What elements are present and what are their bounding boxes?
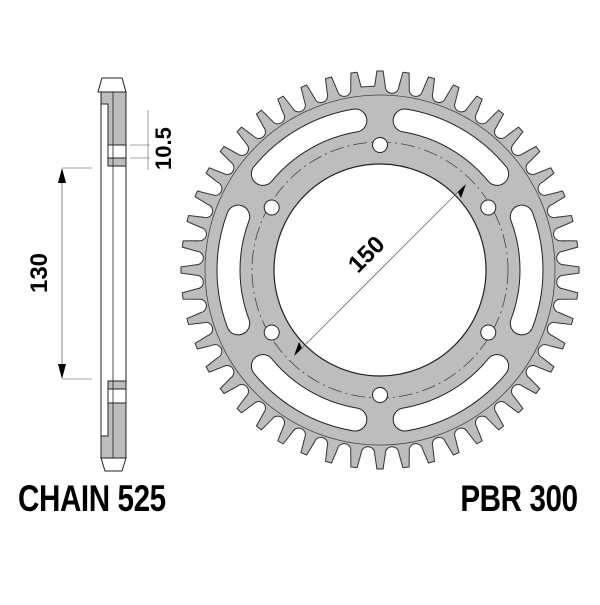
lightening-slots — [216, 108, 544, 432]
lightening-slot — [392, 354, 510, 432]
lightening-slot — [216, 204, 251, 336]
bolt-hole — [480, 324, 497, 341]
side-profile — [97, 77, 127, 472]
thickness-dimension: 10.5 — [130, 110, 176, 170]
bolt-hole — [263, 199, 280, 216]
bolt-hole — [480, 199, 497, 216]
bolt-spacing-dimension: 130 — [26, 167, 92, 380]
bolt-spacing-value: 130 — [26, 253, 53, 293]
bolt-hole — [372, 137, 388, 153]
thickness-value: 10.5 — [151, 127, 176, 170]
part-number-label: PBR 300 — [460, 478, 579, 519]
chain-size-label: CHAIN 525 — [18, 478, 166, 519]
bolt-hole — [372, 387, 388, 403]
lightening-slot — [392, 108, 510, 186]
bolt-holes — [263, 137, 497, 403]
bolt-hole — [263, 324, 280, 341]
pitch-circle — [204, 94, 556, 446]
lightening-slot — [509, 204, 544, 336]
lightening-slot — [250, 108, 368, 186]
lightening-slot — [250, 354, 368, 432]
